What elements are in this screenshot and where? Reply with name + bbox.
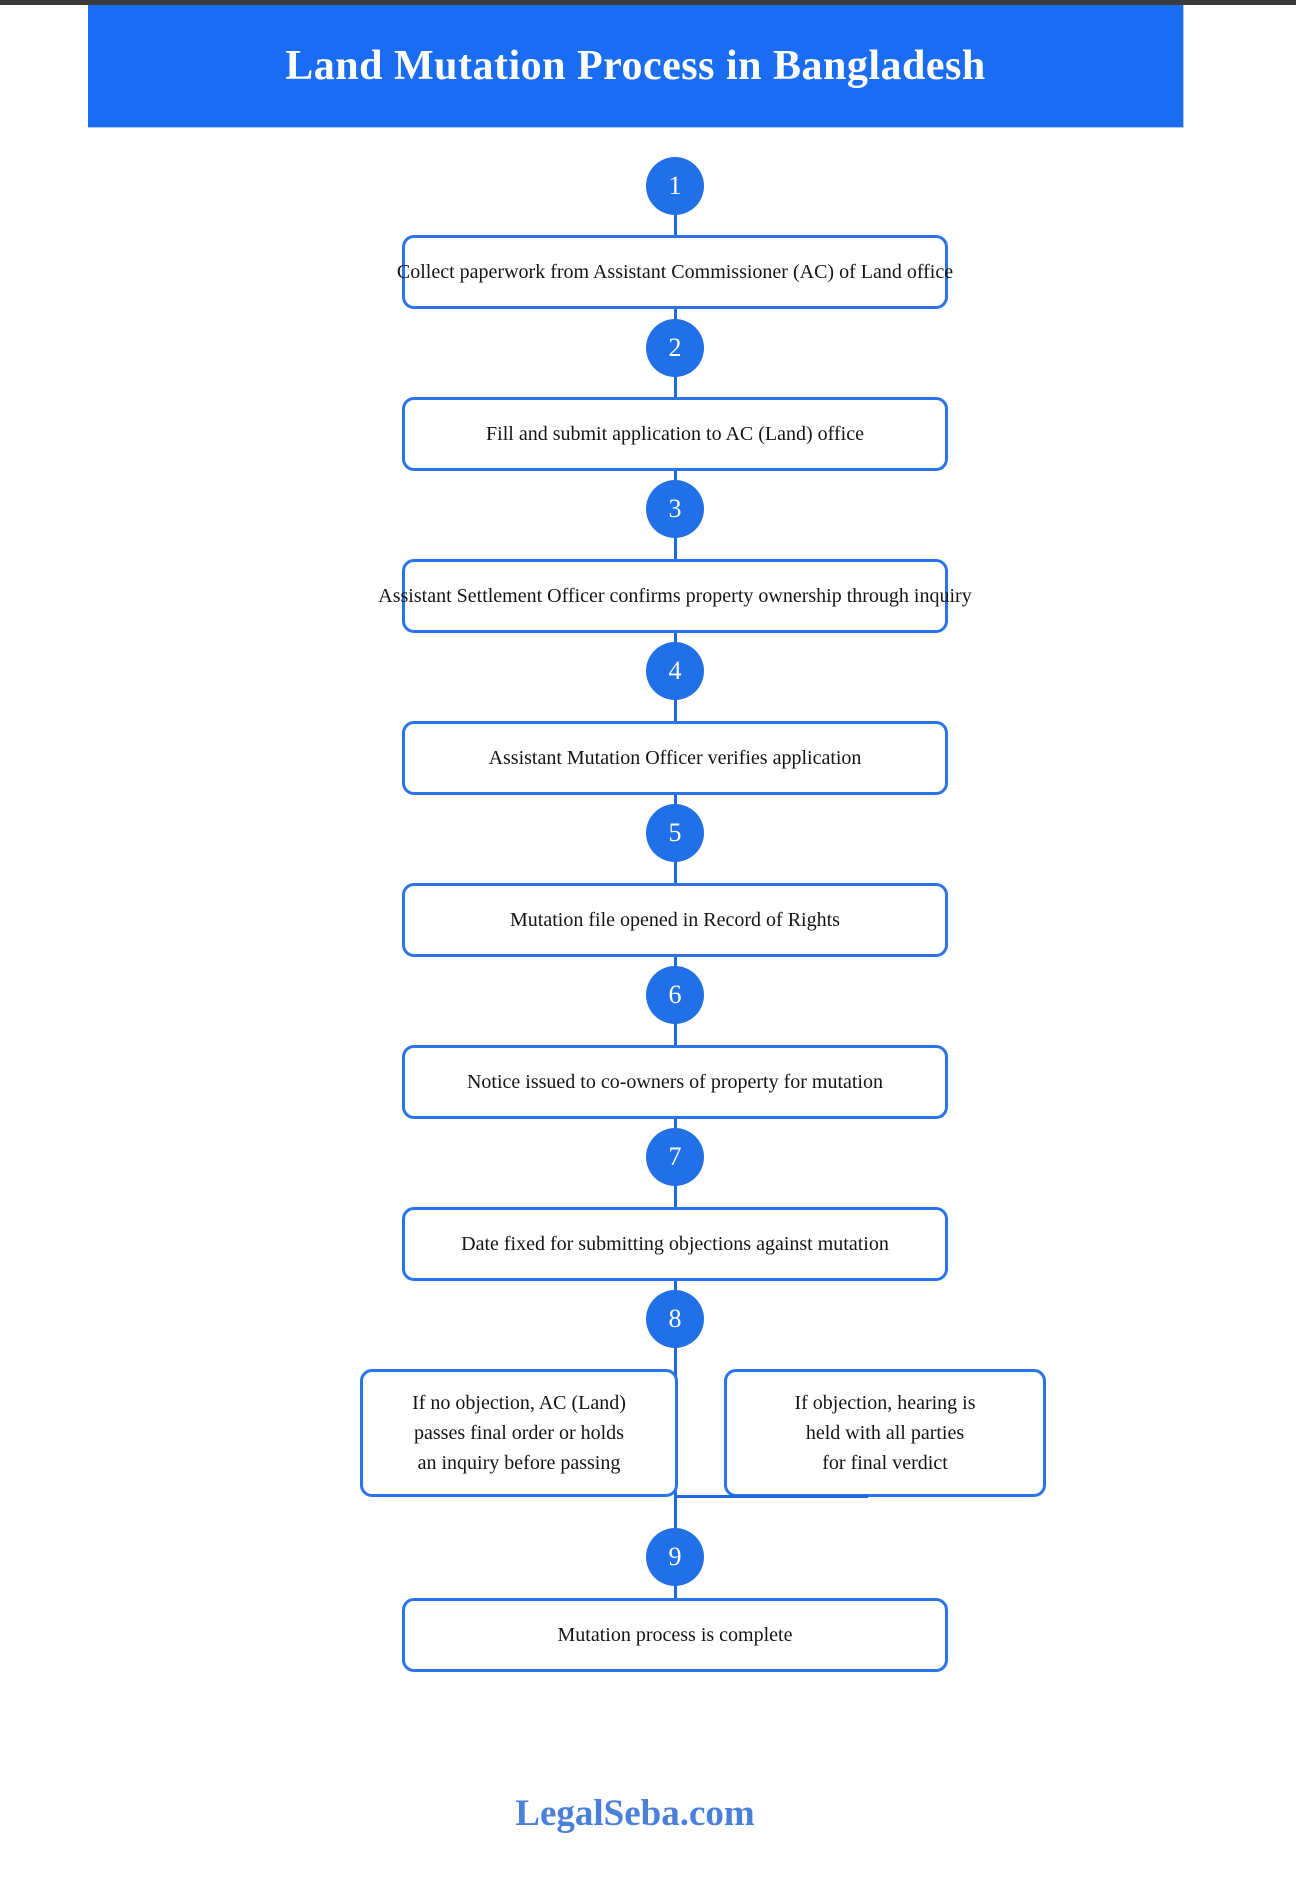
step-9-number-badge: 9: [646, 1528, 704, 1586]
step-3-number-badge: 3: [646, 480, 704, 538]
step-7-number-badge: 7: [646, 1128, 704, 1186]
step-4-label: Assistant Mutation Officer verifies appl…: [488, 746, 862, 769]
title-banner: Land Mutation Process in Bangladesh: [88, 5, 1184, 128]
step-8-no-objection-line-1: If no objection, AC (Land): [412, 1392, 626, 1414]
step-2-number-badge: 2: [646, 319, 704, 377]
step-8-no-objection-line-2: passes final order or holds: [414, 1422, 624, 1444]
step-4-box: Assistant Mutation Officer verifies appl…: [402, 721, 948, 795]
step-7-label: Date fixed for submitting objections aga…: [461, 1232, 889, 1255]
step-8-number-badge: 8: [646, 1290, 704, 1348]
step-1-label: Collect paperwork from Assistant Commiss…: [396, 260, 954, 283]
step-6-number-badge: 6: [646, 966, 704, 1024]
step-5-label: Mutation file opened in Record of Rights: [510, 908, 840, 931]
step-2-label: Fill and submit application to AC (Land)…: [486, 422, 864, 445]
step-1-box: Collect paperwork from Assistant Commiss…: [397, 235, 953, 309]
step-5-number-badge: 5: [646, 804, 704, 862]
step-2-box: Fill and submit application to AC (Land)…: [402, 397, 948, 471]
footer: LegalSeba.com: [0, 1792, 1270, 1835]
step-8-no-objection-line-3: an inquiry before passing: [417, 1452, 621, 1474]
step-3-box: Assistant Settlement Officer confirms pr…: [378, 559, 972, 633]
branch-merge-horizontal-line: [676, 1495, 868, 1498]
step-8-objection-line-1: If objection, hearing is: [794, 1392, 976, 1414]
step-8-objection-line-3: for final verdict: [822, 1452, 948, 1474]
top-strip: [0, 0, 1296, 5]
brand-wordmark: LegalSeba.com: [515, 1793, 755, 1834]
step-5-box: Mutation file opened in Record of Rights: [402, 883, 948, 957]
step-8-objection-line-2: held with all parties: [805, 1422, 965, 1444]
step-4-number-badge: 4: [646, 642, 704, 700]
step-6-label: Notice issued to co-owners of property f…: [466, 1070, 883, 1093]
page-title: Land Mutation Process in Bangladesh: [285, 43, 986, 89]
step-6-box: Notice issued to co-owners of property f…: [402, 1045, 948, 1119]
step-7-box: Date fixed for submitting objections aga…: [402, 1207, 948, 1281]
step-9-label: Mutation process is complete: [557, 1623, 793, 1646]
step-3-label: Assistant Settlement Officer confirms pr…: [378, 584, 972, 607]
step-9-box: Mutation process is complete: [402, 1598, 948, 1672]
step-8-no-objection-box: If no objection, AC (Land) passes final …: [360, 1369, 678, 1497]
step-8-objection-box: If objection, hearing is held with all p…: [724, 1369, 1046, 1497]
step-1-number-badge: 1: [646, 157, 704, 215]
